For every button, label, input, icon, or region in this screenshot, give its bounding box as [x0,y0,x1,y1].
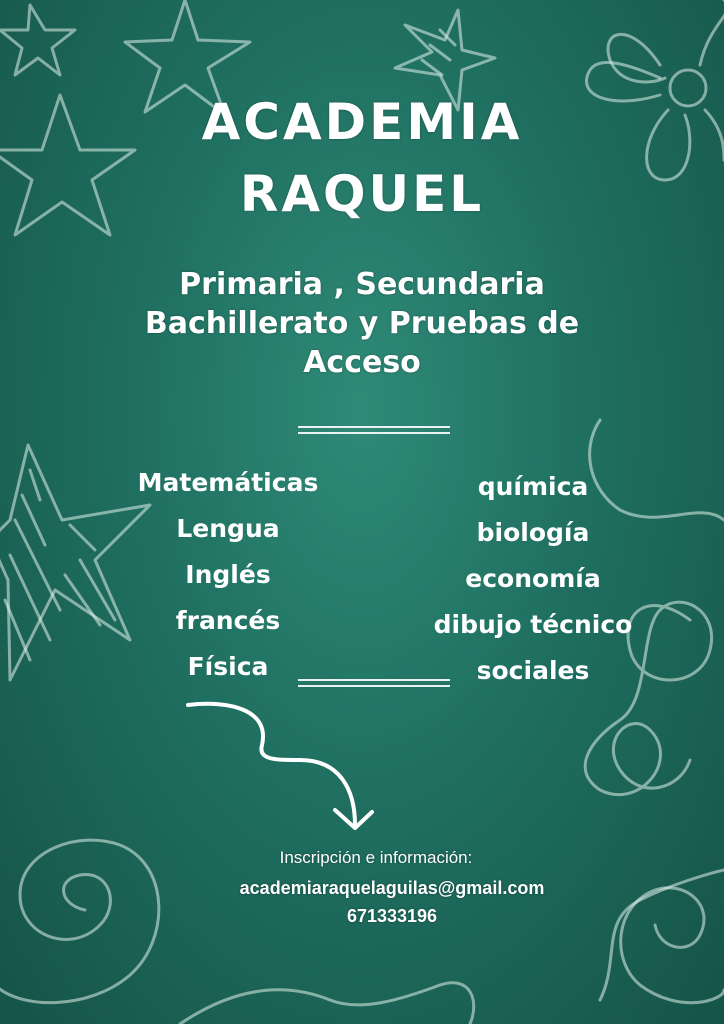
star-doodle-top-center [123,0,252,117]
subject-item: economía [465,564,601,593]
subjects-left-list: Matemáticas Lengua Inglés francés Física [118,460,338,690]
star-doodle-top-left-small [0,3,77,77]
divider-top-1 [298,426,450,428]
subject-item: francés [175,606,281,635]
subtitle-line-3: Acceso [303,345,421,380]
title-line-2: RAQUEL [239,165,485,223]
subject-item: dibujo técnico [433,610,633,639]
star-doodle-top-right [393,8,497,112]
subject-item: Inglés [185,560,271,589]
spiral-doodle-bottom-right [598,868,724,1005]
subtitle-line-2: Bachillerato y Pruebas de [144,306,580,341]
subtitle-line-1: Primaria , Secundaria [179,267,545,302]
divider-bottom-2 [298,685,450,687]
squiggle-doodle-bottom [178,981,476,1024]
subject-item: Lengua [176,514,280,543]
subjects-right-list: química biología economía dibujo técnico… [418,464,648,694]
subject-item: Matemáticas [137,468,319,497]
subject-item: sociales [476,656,590,685]
curved-arrow [186,701,374,830]
title-line-1: ACADEMIA [201,93,523,151]
divider-bottom-1 [298,679,450,681]
loop-doodle-right [583,418,724,797]
subject-item: Física [187,652,269,681]
star-doodle-hatched [0,443,152,682]
divider-top-2 [298,432,450,434]
subject-item: química [477,472,589,501]
contact-email: academiaraquelaguilas@gmail.com [239,878,545,898]
subject-item: biología [476,518,590,547]
star-doodle-left [0,93,137,237]
contact-phone: 671333196 [346,906,438,926]
contact-label: Inscripción e información: [279,848,473,867]
spiral-doodle-bottom-left [0,838,161,1005]
